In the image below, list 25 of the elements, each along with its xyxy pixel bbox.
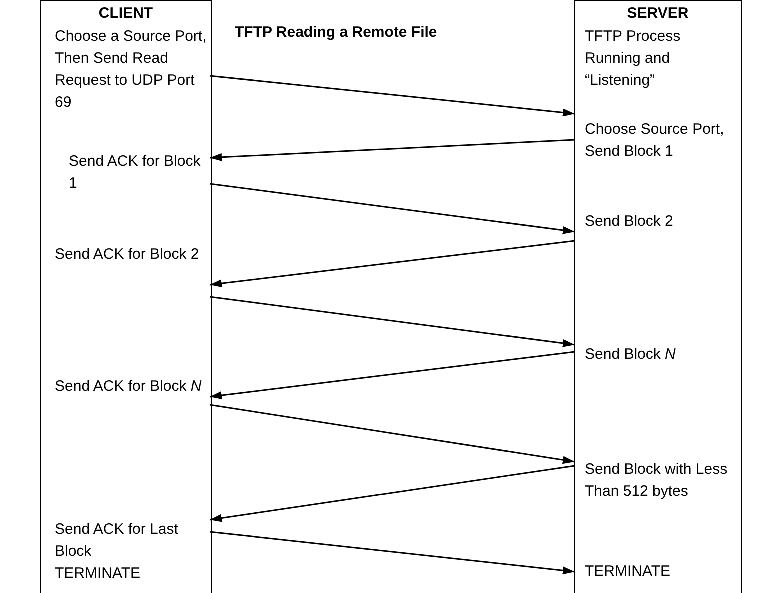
step-text: Send ACK for Block N — [41, 376, 210, 423]
column-heading: CLIENT — [98, 5, 154, 22]
step-text: Choose Source Port, Send Block 1 — [575, 119, 740, 179]
step-text: Send ACK for Block 2 — [41, 244, 210, 291]
step-text: Send ACK for Last Block TERMINATE — [41, 519, 210, 593]
step-text: Send Block with Less Than 512 bytes — [575, 459, 740, 534]
arrow — [210, 296, 576, 348]
step-text: Send Block N — [575, 344, 740, 391]
diagram-title: TFTP Reading a Remote File — [235, 24, 438, 41]
step-text: TERMINATE — [575, 561, 740, 591]
step-text: Choose a Source Port, Then Send Read Request to UDP Port 69 — [41, 26, 210, 119]
step-text: Send Block 2 — [575, 211, 740, 261]
lifeline-column — [574, 0, 742, 593]
arrow — [210, 240, 576, 288]
column-heading: SERVER — [626, 5, 690, 22]
arrow — [210, 139, 576, 162]
arrow — [210, 183, 576, 234]
arrow — [210, 75, 576, 117]
arrow — [210, 404, 576, 464]
lifeline-column — [40, 0, 212, 593]
step-text: Send ACK for Block 1 — [41, 151, 210, 201]
arrow — [210, 531, 576, 575]
arrow — [210, 465, 576, 522]
step-text: TFTP Process Running and “Listening” — [575, 26, 740, 118]
arrow — [210, 351, 576, 400]
